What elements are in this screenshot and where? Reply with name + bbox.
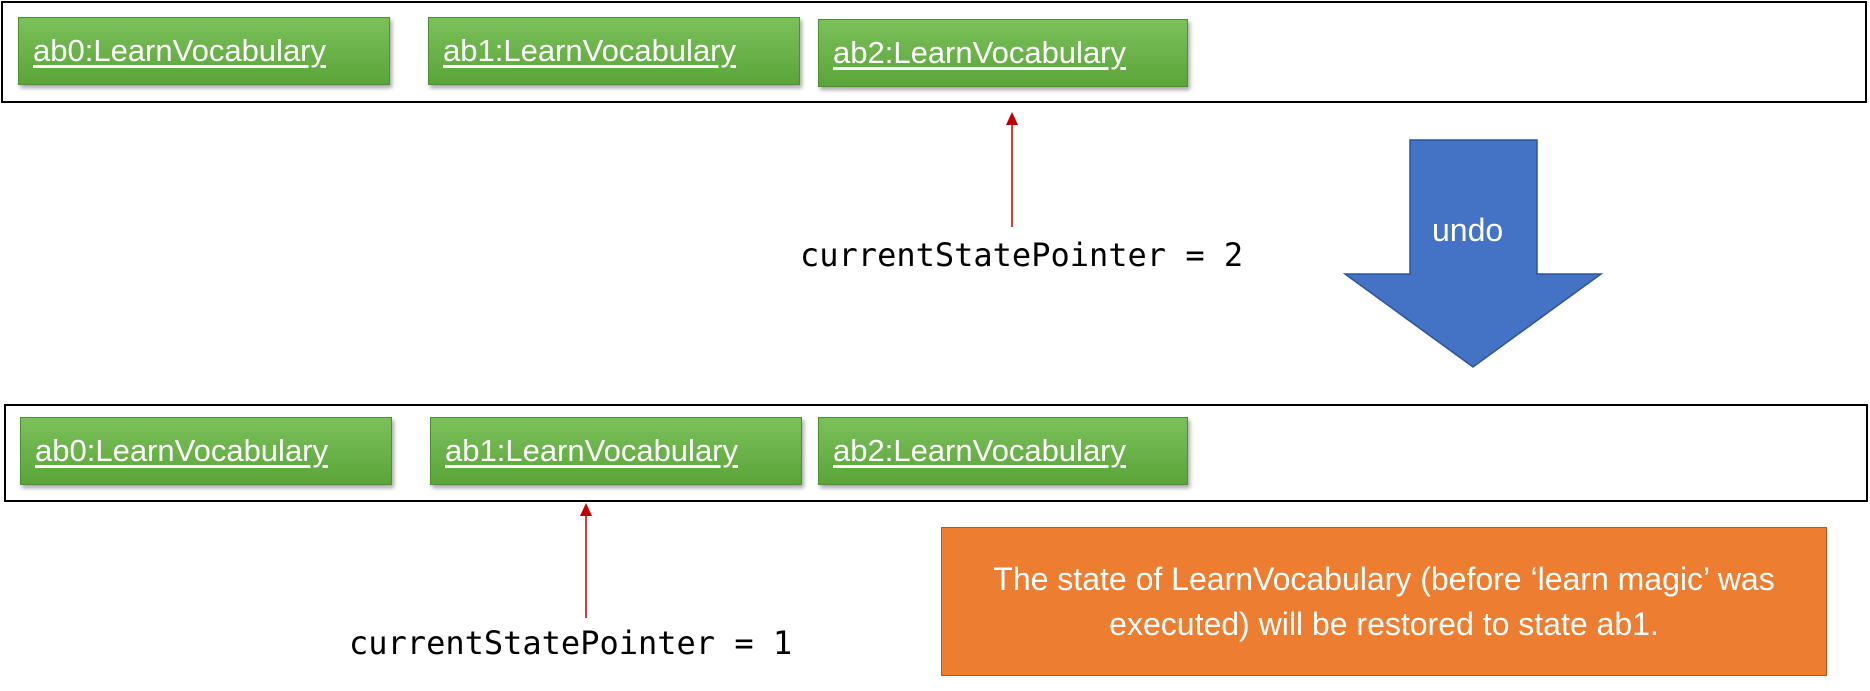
after-state-ab2: ab2:LearnVocabulary — [818, 417, 1188, 485]
before-pointer-label: currentStatePointer = 2 — [800, 236, 1244, 274]
before-state-ab2: ab2:LearnVocabulary — [818, 19, 1188, 87]
restore-note-text: The state of LearnVocabulary (before ‘le… — [993, 560, 1775, 642]
before-state-ab0: ab0:LearnVocabulary — [18, 17, 390, 85]
after-pointer-label: currentStatePointer = 1 — [349, 624, 793, 662]
undo-label: undo — [1432, 212, 1504, 248]
after-pointer-arrow — [580, 503, 592, 618]
after-state-ab0: ab0:LearnVocabulary — [20, 417, 392, 485]
before-state-ab1: ab1:LearnVocabulary — [428, 17, 800, 85]
undo-arrow-icon — [1342, 139, 1604, 368]
after-state-ab1: ab1:LearnVocabulary — [430, 417, 802, 485]
before-pointer-arrow — [1006, 112, 1018, 227]
restore-note: The state of LearnVocabulary (before ‘le… — [941, 527, 1827, 676]
